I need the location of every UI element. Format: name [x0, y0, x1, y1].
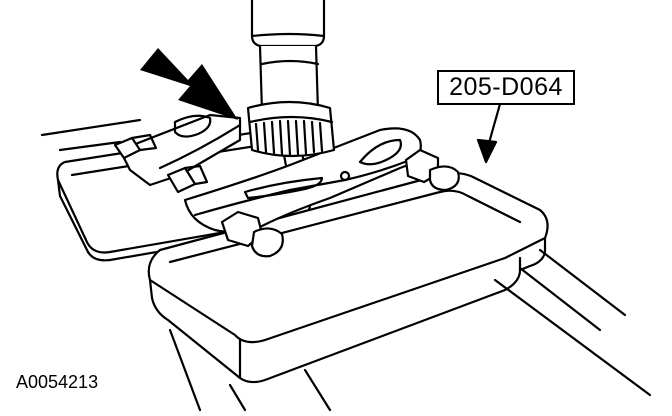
support-rails: [40, 118, 652, 412]
bearing-splitter: [118, 113, 422, 234]
pointer-arrow: [140, 48, 238, 120]
special-tool-number-label: 205-D064: [437, 70, 575, 105]
tapered-roller-bearing: [246, 100, 336, 158]
figure-id-label: A0054213: [16, 372, 99, 392]
press-ram: [250, 0, 326, 114]
splitter-bolts: [113, 133, 460, 258]
label-leader-arrow: [476, 102, 502, 164]
right-press-block: [147, 171, 549, 384]
